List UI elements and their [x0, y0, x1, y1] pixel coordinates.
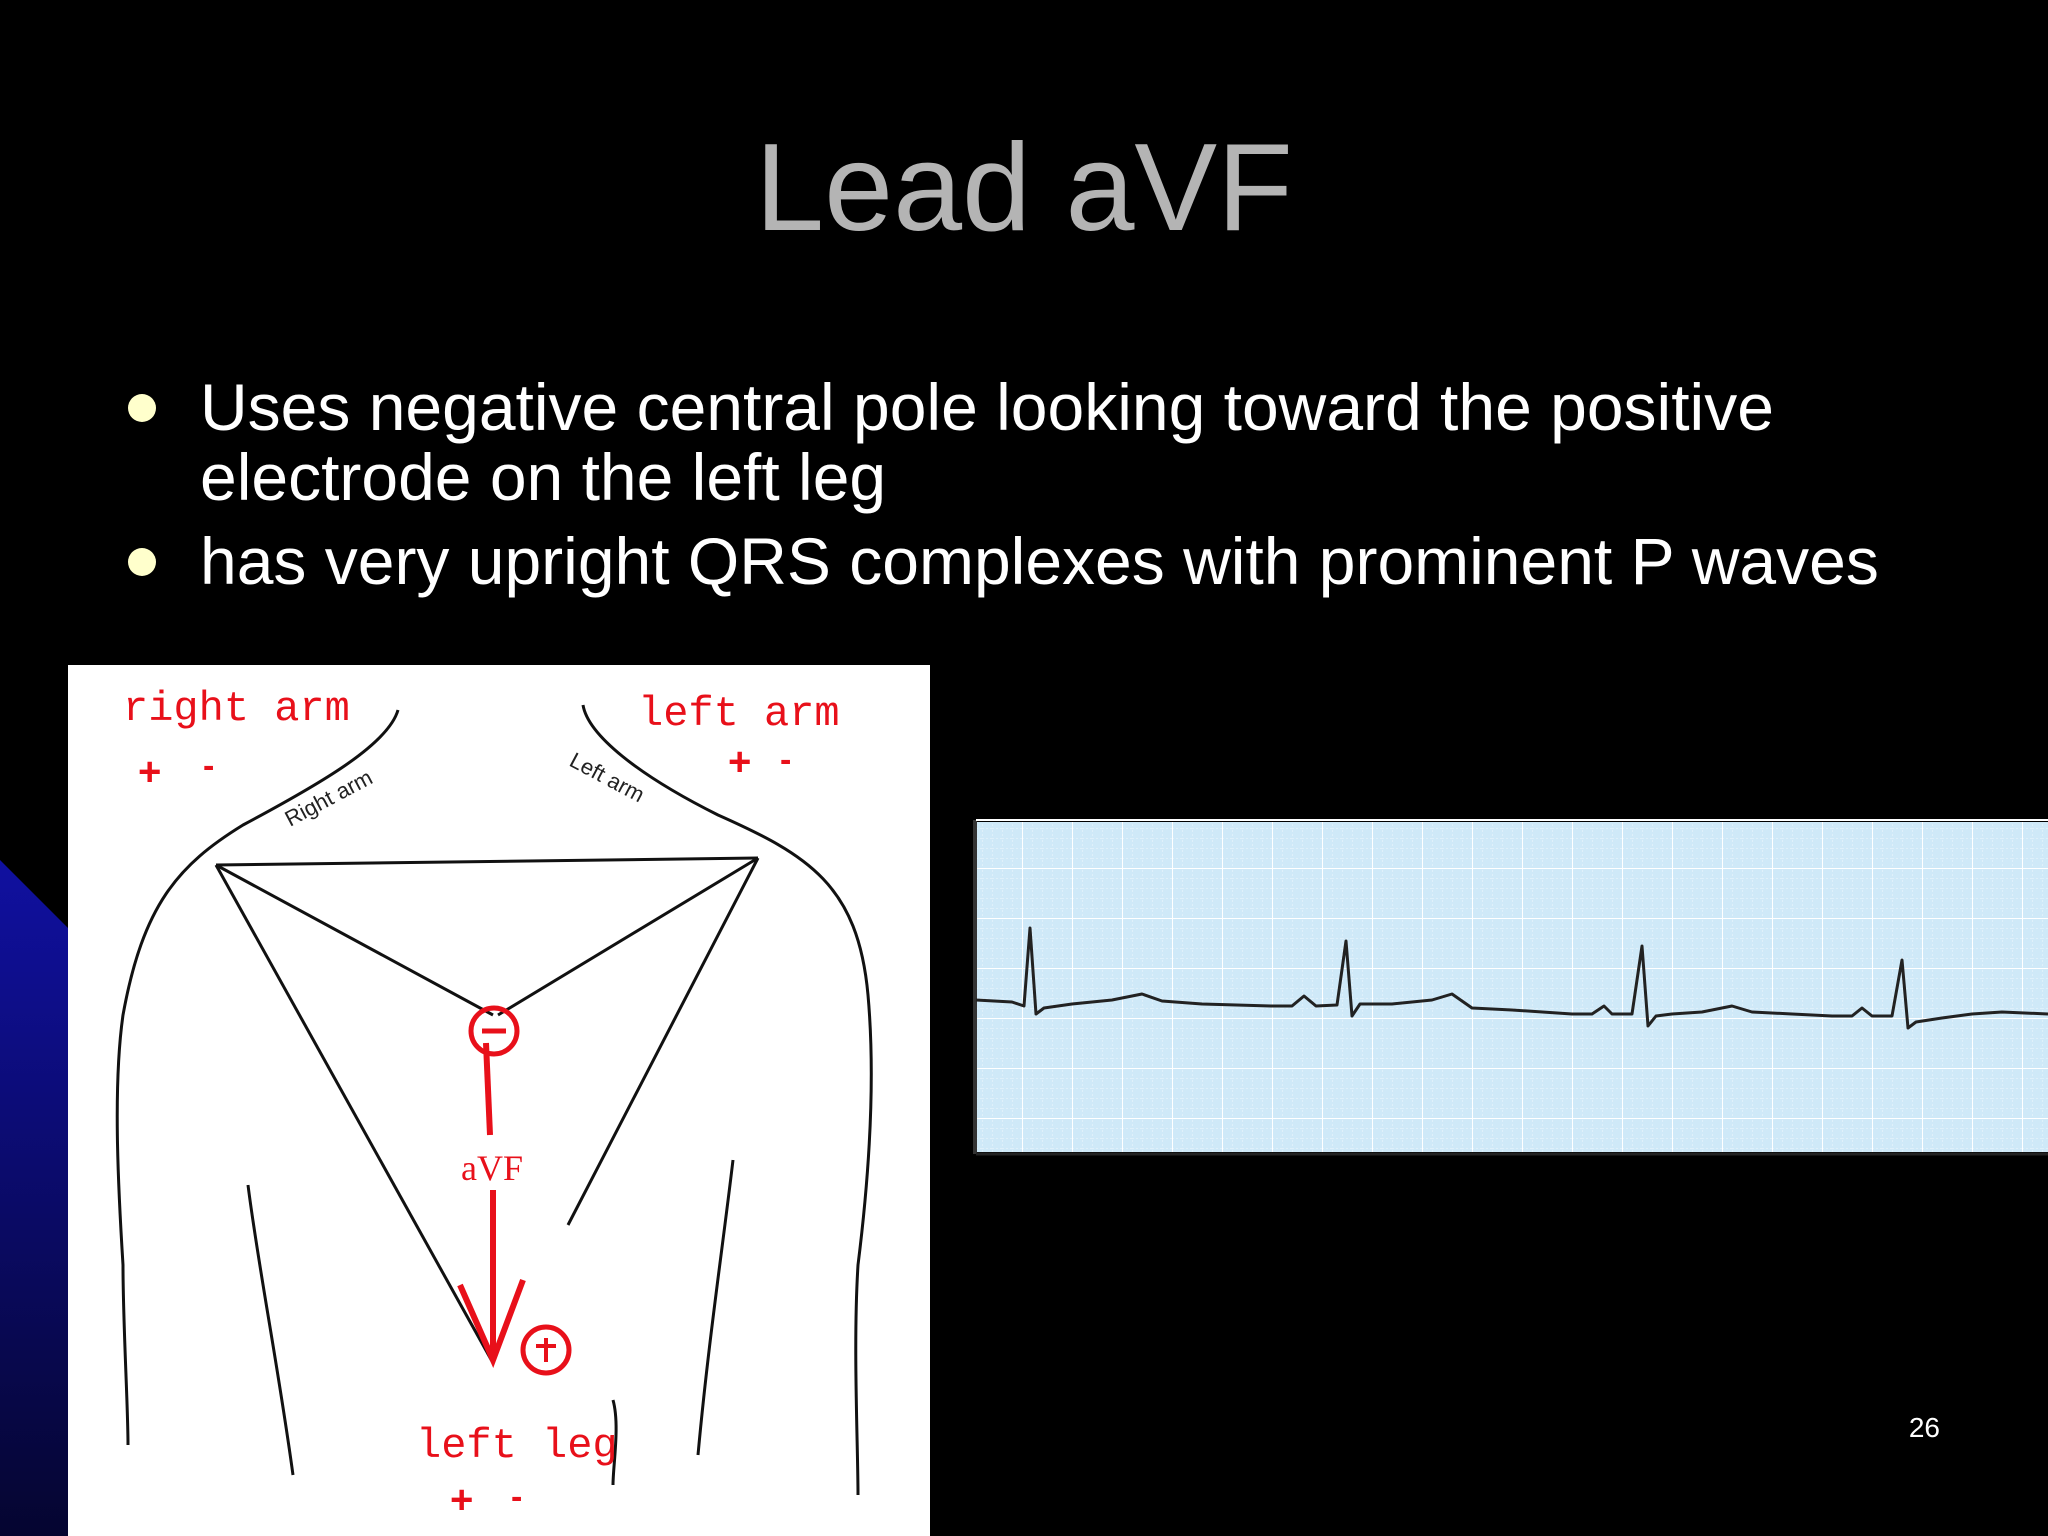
left-arm-tag: Left arm — [566, 747, 649, 807]
avf-axis-arrow — [457, 1042, 526, 1368]
slide-title: Lead aVF — [755, 119, 1293, 257]
left-leg-label: left leg — [416, 1422, 618, 1470]
positive-pole-icon — [520, 1324, 572, 1376]
ecg-strip — [973, 819, 2048, 1156]
bullet-text: has very upright QRS complexes with prom… — [200, 524, 1879, 598]
left-arm-minus: - — [780, 741, 791, 779]
ecg-trace — [975, 926, 2048, 1030]
right-arm-label: right arm — [123, 685, 350, 733]
bullet-dot-icon — [128, 394, 156, 422]
left-arm-plus: + — [728, 740, 751, 784]
einthoven-triangle-diagram: right arm + - left arm + - aVF left leg … — [68, 665, 930, 1536]
left-arm-label: left arm — [638, 690, 840, 738]
negative-pole-icon — [468, 1005, 520, 1057]
ecg-grid-lines — [976, 822, 2048, 1152]
right-arm-minus: - — [203, 747, 214, 785]
triangle-lines — [214, 856, 760, 1364]
body-outline — [115, 704, 873, 1496]
bullet-list: Uses negative central pole looking towar… — [120, 372, 1920, 610]
bullet-item: has very upright QRS complexes with prom… — [120, 526, 1920, 596]
bullet-text: Uses negative central pole looking towar… — [200, 370, 1774, 514]
page-number: 26 — [1908, 1412, 1940, 1443]
left-leg-minus: - — [511, 1478, 522, 1516]
left-leg-plus: + — [450, 1478, 473, 1522]
blue-decoration — [0, 860, 70, 1536]
right-arm-plus: + — [138, 750, 161, 794]
avf-label: aVF — [461, 1148, 523, 1188]
bullet-dot-icon — [128, 548, 156, 576]
bullet-item: Uses negative central pole looking towar… — [120, 372, 1920, 512]
